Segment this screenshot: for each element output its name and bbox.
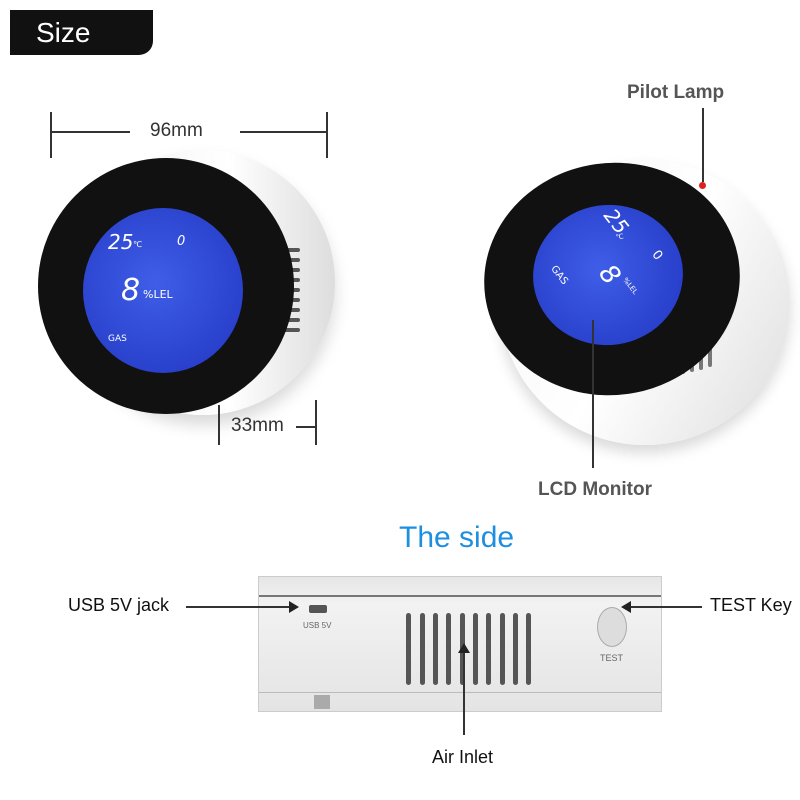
test-key-label: TEST Key	[710, 595, 792, 615]
usb-jack-arrow	[186, 606, 290, 608]
pilot-lamp-dot	[699, 182, 706, 189]
side-view-title: The side	[399, 521, 515, 554]
lcd-gas-label: GAS	[548, 263, 570, 287]
lcd-gas-label: GAS	[108, 334, 127, 344]
depth-tick-right	[315, 400, 317, 445]
test-print: TEST	[600, 653, 624, 663]
pilot-lamp-leader	[702, 108, 704, 182]
depth-dimension: 33mm	[231, 415, 284, 436]
test-arrowhead-icon	[621, 601, 631, 613]
air-inlet-arrow	[463, 650, 465, 735]
usb-jack-label: USB 5V jack	[68, 595, 170, 615]
usb-print: USB 5V	[303, 621, 332, 630]
lcd-count: 0	[177, 234, 186, 249]
test-key-button[interactable]	[597, 607, 627, 647]
front-lcd-screen: 25 ℃ 0 8 %LEL GAS	[83, 208, 243, 373]
lcd-reading-unit: %LEL	[621, 276, 640, 296]
lcd-temp-unit: ℃	[615, 232, 625, 242]
lcd-reading: 8	[592, 259, 627, 291]
usb-arrowhead-icon	[289, 601, 299, 613]
lcd-monitor-label: LCD Monitor	[538, 479, 652, 500]
width-dimension: 96mm	[150, 120, 203, 141]
depth-line	[296, 426, 315, 428]
dimension-line-left	[50, 131, 130, 133]
size-tab: Size	[10, 10, 153, 55]
air-inlet-arrowhead-icon	[458, 643, 470, 653]
lcd-temperature: 25	[108, 230, 134, 254]
lcd-monitor-leader	[592, 320, 594, 468]
lcd-reading-unit: %LEL	[143, 288, 173, 301]
test-key-arrow	[630, 606, 702, 608]
air-inlet-label: Air Inlet	[432, 747, 494, 767]
lcd-temp-unit: ℃	[133, 240, 142, 249]
side-notch	[314, 695, 330, 709]
lcd-reading: 8	[121, 273, 141, 308]
depth-tick-left	[218, 405, 220, 445]
dimension-line-right	[240, 131, 326, 133]
dimension-tick-right	[326, 112, 328, 158]
usb-port-icon	[309, 605, 327, 613]
pilot-lamp-label: Pilot Lamp	[627, 82, 725, 103]
lcd-count: 0	[648, 247, 666, 264]
dimension-tick-left	[50, 112, 52, 158]
